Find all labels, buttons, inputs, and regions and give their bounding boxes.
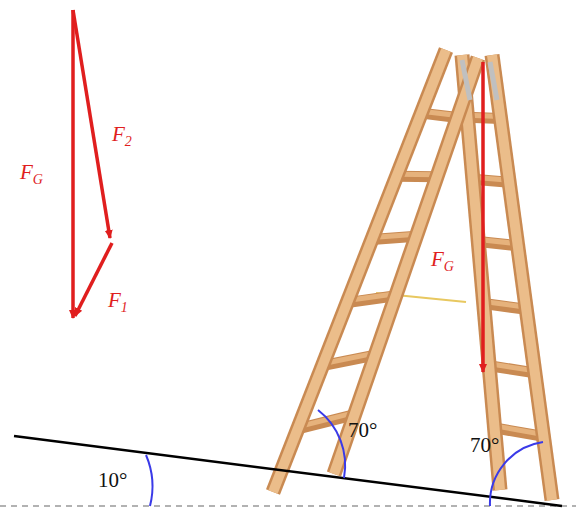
ladder-drawing <box>273 50 552 500</box>
force-label: F2 <box>112 124 132 149</box>
ladder-part <box>334 58 478 474</box>
force-arrow <box>481 62 485 372</box>
ladder-part <box>492 55 552 500</box>
ladder-part <box>273 50 446 492</box>
angle-arc <box>318 410 345 478</box>
angle-label: 70° <box>348 420 377 441</box>
ladder-part <box>462 60 470 100</box>
force-vectors <box>73 10 483 372</box>
force-arrow <box>71 10 75 318</box>
incline-line <box>14 436 562 506</box>
ladder-part <box>334 58 478 474</box>
force-label: F1 <box>108 290 128 315</box>
ladder-part <box>490 62 497 100</box>
ladder-part <box>492 55 552 500</box>
angle-label: 10° <box>98 470 127 491</box>
angle-arc <box>146 455 152 506</box>
ladder-part <box>273 50 446 492</box>
force-arrow <box>73 10 110 238</box>
force-label: FG <box>431 249 454 274</box>
angle-label: 70° <box>470 435 499 456</box>
force-arrow <box>75 243 112 316</box>
force-label: FG <box>20 162 43 187</box>
